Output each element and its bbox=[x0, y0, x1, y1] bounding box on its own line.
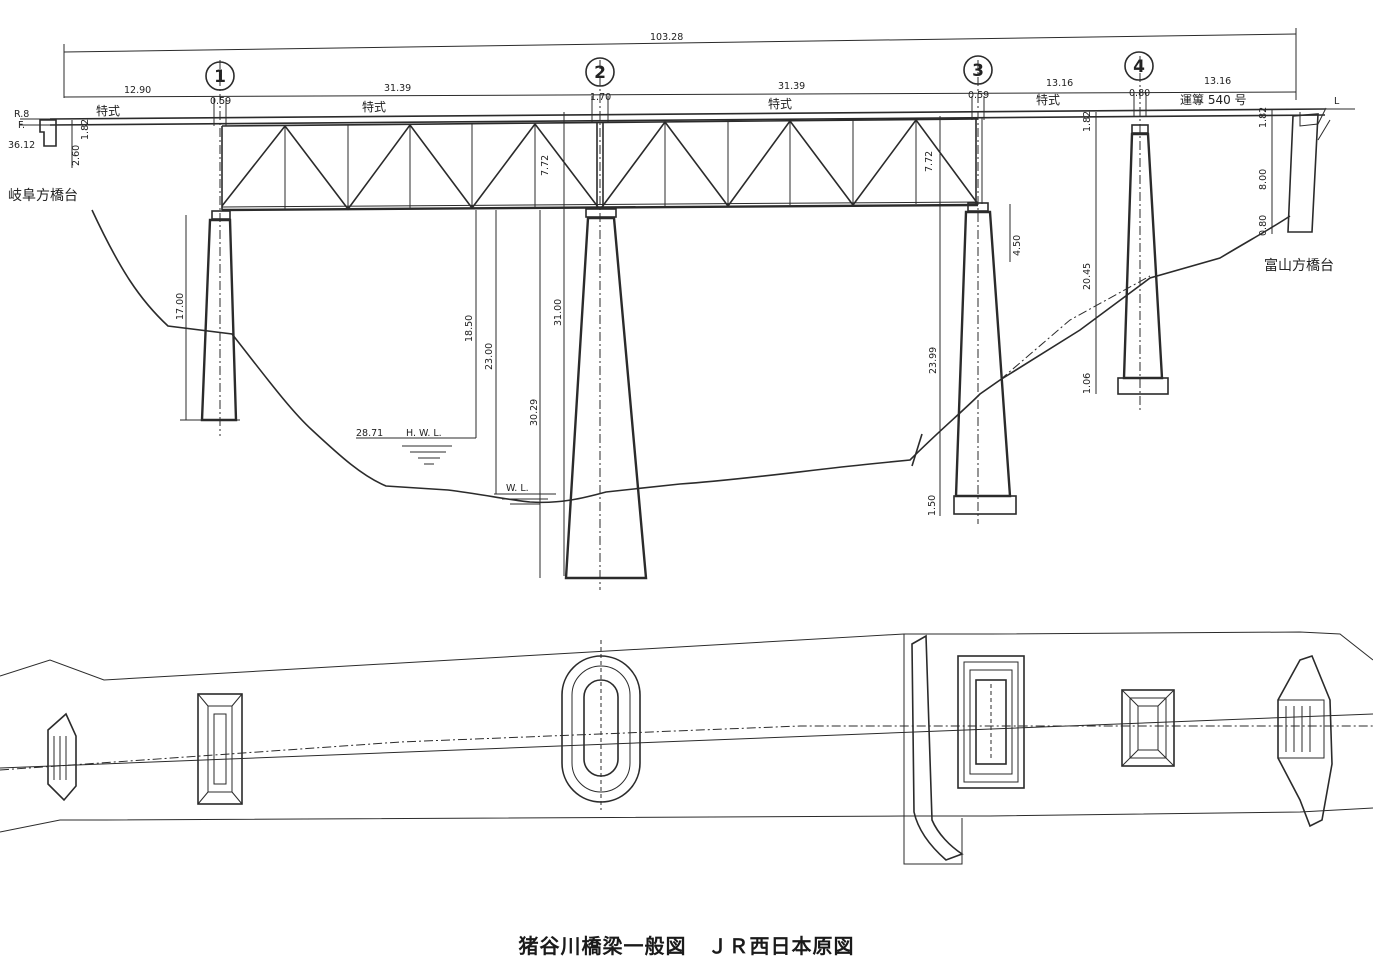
truss-web-span-2 bbox=[601, 118, 979, 208]
plan-outline-bottom bbox=[0, 807, 1373, 833]
truss-depth-2: 7.72 bbox=[924, 151, 935, 172]
pier-2 bbox=[564, 60, 648, 590]
rail-level-line bbox=[49, 108, 1326, 120]
vertical-dim-4: 31.00 bbox=[553, 299, 564, 326]
span-dimension-line bbox=[63, 91, 1297, 98]
left-dim-1: 2.60 bbox=[71, 145, 82, 166]
formation-label: F. bbox=[18, 120, 25, 131]
span-type-3: 特式 bbox=[768, 96, 792, 111]
right-dim-1: 1.82 bbox=[1258, 107, 1269, 128]
span-length-1: 12.90 bbox=[124, 85, 151, 96]
drawing-title: 猪谷川橋梁一般図 ＪＲ西日本原図 bbox=[518, 934, 855, 958]
right-abutment-plan bbox=[1277, 655, 1333, 828]
pier-3: 4.50 1.50 bbox=[927, 60, 1023, 524]
pier-marker-4: 4 bbox=[1124, 51, 1154, 81]
span-type-4: 特式 bbox=[1036, 92, 1060, 107]
pier-3-plan bbox=[911, 634, 1025, 861]
ground-dash-line bbox=[999, 275, 1151, 381]
rail-top-label: R.8 bbox=[14, 109, 29, 120]
ground-mark bbox=[911, 433, 923, 467]
hwl-elevation: 28.71 bbox=[356, 428, 383, 439]
span-length-4: 13.16 bbox=[1046, 78, 1073, 89]
span-type-5: 運篿 540 号 bbox=[1180, 92, 1247, 107]
pier-top-width-2: 1.70 bbox=[590, 92, 611, 103]
wl-label: W. L. bbox=[506, 483, 529, 494]
vertical-dim-2: 23.00 bbox=[484, 343, 495, 370]
pier-top-width-1: 0.59 bbox=[210, 96, 231, 107]
hwl-label: H. W. L. bbox=[406, 428, 442, 439]
pier-4-plan bbox=[1121, 689, 1175, 767]
truss-depth-1: 7.72 bbox=[540, 155, 551, 176]
pier-4: 1.82 20.45 1.06 bbox=[1082, 56, 1169, 412]
vertical-dim-5: 23.99 bbox=[928, 347, 939, 374]
right-dim-3: 0.80 bbox=[1258, 215, 1269, 236]
left-abutment-plan bbox=[47, 712, 77, 802]
left-abutment-label: 岐阜方橋台 bbox=[8, 187, 78, 204]
overall-length-label: 103.28 bbox=[650, 32, 683, 43]
left-dim-2: 1.82 bbox=[80, 119, 91, 140]
overall-dimension-line bbox=[63, 33, 1297, 53]
pier3-plan-box bbox=[903, 634, 963, 865]
right-l-mark: L bbox=[1334, 96, 1340, 107]
plan-centerline bbox=[0, 725, 1373, 771]
pier-1: 17.00 bbox=[175, 60, 240, 436]
right-abutment-cap bbox=[1299, 107, 1327, 127]
svg-text:3: 3 bbox=[972, 61, 984, 81]
vertical-dim-1: 18.50 bbox=[464, 315, 475, 342]
span-length-5: 13.16 bbox=[1204, 76, 1231, 87]
svg-text:4: 4 bbox=[1133, 57, 1145, 77]
plan-outline-top bbox=[0, 631, 1373, 681]
right-abutment-label: 富山方橋台 bbox=[1264, 257, 1334, 274]
pier-1-height: 17.00 bbox=[175, 293, 186, 320]
pier-3-top-dim: 4.50 bbox=[1012, 235, 1023, 256]
elevation-label: 36.12 bbox=[8, 140, 35, 151]
pier-4-base-dim: 1.06 bbox=[1082, 373, 1093, 394]
truss-web-span-1 bbox=[221, 122, 599, 211]
pier-top-width-3: 0.59 bbox=[968, 90, 989, 101]
ground-profile bbox=[91, 209, 1291, 504]
pier-4-top-dim: 1.82 bbox=[1082, 111, 1093, 132]
plan-track-line bbox=[0, 713, 1373, 769]
truss-top-chord bbox=[221, 118, 979, 127]
plan-view bbox=[0, 631, 1373, 865]
pier-3-base-dim: 1.50 bbox=[927, 495, 938, 516]
span-type-1: 特式 bbox=[96, 103, 120, 118]
elevation-view: 103.28 12.90 31.39 31.39 13.16 13.16 特式 … bbox=[8, 28, 1355, 590]
left-abutment bbox=[39, 119, 57, 147]
right-dim-2: 8.00 bbox=[1258, 169, 1269, 190]
span-length-3: 31.39 bbox=[778, 81, 805, 92]
pier-1-plan bbox=[197, 693, 243, 805]
span-length-2: 31.39 bbox=[384, 83, 411, 94]
right-abutment-slope bbox=[1317, 119, 1331, 141]
right-abutment bbox=[1287, 113, 1319, 233]
pier-4-height: 20.45 bbox=[1082, 263, 1093, 290]
formation-line bbox=[49, 114, 1326, 126]
high-water-level: 28.71 H. W. L. bbox=[356, 428, 476, 465]
vertical-dim-3: 30.29 bbox=[529, 399, 540, 426]
pier-2-plan bbox=[561, 640, 641, 810]
span-type-2: 特式 bbox=[362, 99, 386, 114]
